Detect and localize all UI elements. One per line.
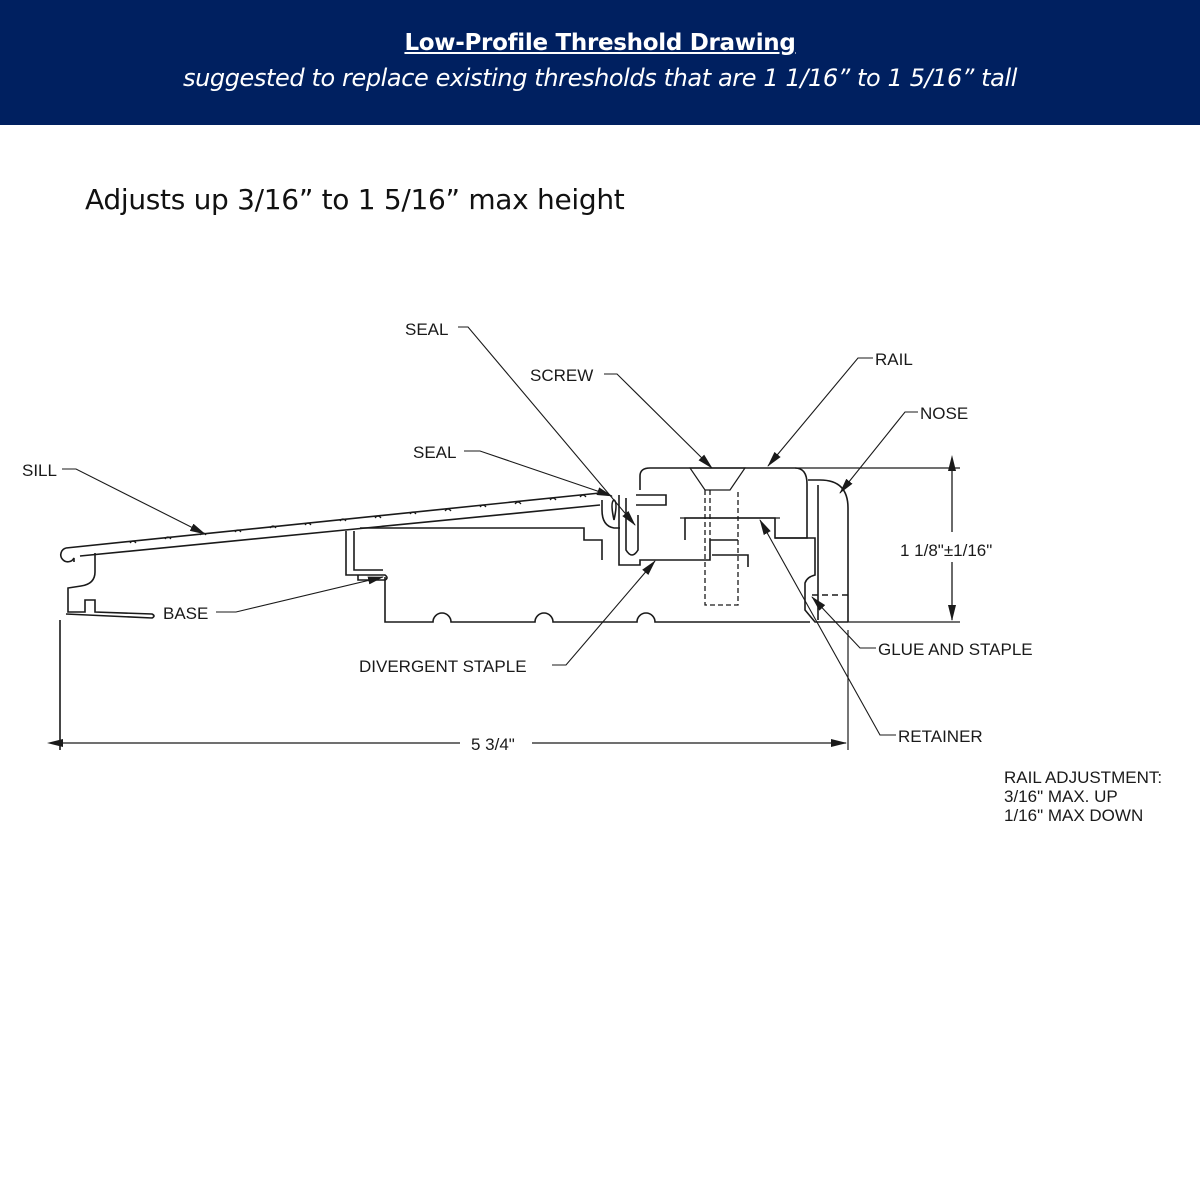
sill-leader	[62, 468, 206, 535]
label-base: BASE	[163, 604, 208, 623]
label-divergent-staple: DIVERGENT STAPLE	[359, 657, 527, 676]
label-glue-and-staple: GLUE AND STAPLE	[878, 640, 1033, 659]
adjustment-caption: Adjusts up 3/16” to 1 5/16” max height	[85, 183, 625, 216]
note-line-1: 3/16" MAX. UP	[1004, 787, 1118, 806]
screw-leader	[604, 373, 713, 469]
label-sill: SILL	[22, 461, 57, 480]
rail-adjustment-note: RAIL ADJUSTMENT: 3/16" MAX. UP 1/16" MAX…	[1004, 768, 1162, 825]
page-title: Low-Profile Threshold Drawing	[404, 30, 796, 56]
nose-leader	[839, 411, 918, 494]
label-nose: NOSE	[920, 404, 968, 423]
retainer-leader	[759, 519, 896, 736]
label-seal-mid: SEAL	[413, 443, 456, 462]
page-subtitle: suggested to replace existing thresholds…	[182, 64, 1018, 92]
note-title: RAIL ADJUSTMENT:	[1004, 768, 1163, 787]
divergent-staple-leader	[552, 560, 656, 666]
note-line-2: 1/16" MAX DOWN	[1004, 806, 1144, 825]
seal-top-leader	[458, 326, 636, 526]
base-leader	[216, 576, 384, 613]
height-dimension-label: 1 1/8"±1/16"	[900, 541, 992, 560]
label-rail: RAIL	[875, 350, 913, 369]
rail-leader	[767, 357, 873, 467]
label-screw: SCREW	[530, 366, 593, 385]
label-retainer: RETAINER	[898, 727, 983, 746]
profile-outline	[59, 467, 960, 750]
label-seal-top: SEAL	[405, 320, 448, 339]
glue-staple-leader	[811, 596, 876, 649]
width-dimension-label: 5 3/4"	[471, 735, 515, 754]
seal-mid-leader	[464, 450, 613, 497]
header-banner: Low-Profile Threshold Drawing suggested …	[0, 0, 1200, 125]
